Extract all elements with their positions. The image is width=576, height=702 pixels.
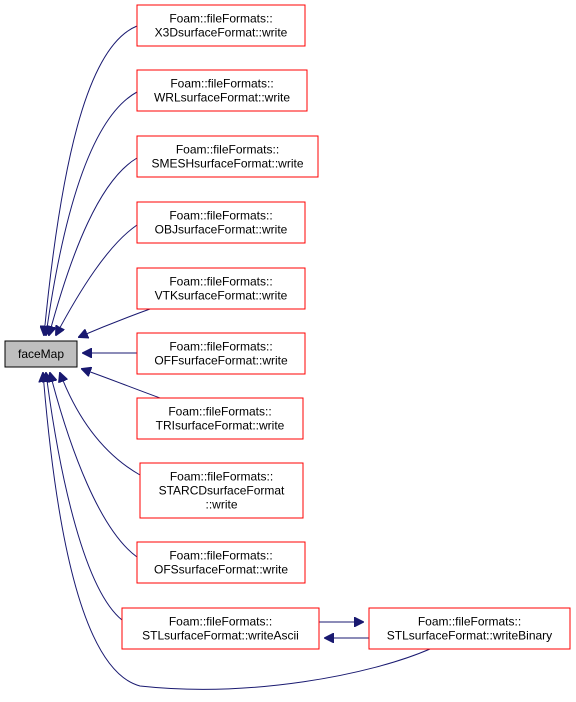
edge-tri-to-faceMap	[82, 369, 161, 399]
node-box-x3d	[136, 4, 306, 47]
node-label-x3d-line-0: Foam::fileFormats::	[169, 12, 272, 26]
node-box-tri	[136, 397, 304, 440]
node-starcd[interactable]: Foam::fileFormats::STARCDsurfaceFormat::…	[139, 462, 304, 519]
node-box-wrl	[136, 69, 308, 112]
node-label-ofs-line-0: Foam::fileFormats::	[169, 549, 272, 563]
edge-stlascii-to-faceMap	[46, 373, 123, 621]
node-faceMap: faceMap	[4, 340, 78, 368]
nodes-layer: faceMapFoam::fileFormats::X3DsurfaceForm…	[4, 4, 571, 650]
node-smesh[interactable]: Foam::fileFormats::SMESHsurfaceFormat::w…	[136, 135, 319, 178]
node-label-obj-line-1: OBJsurfaceFormat::write	[155, 223, 288, 237]
edge-wrl-to-faceMap	[46, 91, 138, 335]
node-label-x3d-line-1: X3DsurfaceFormat::write	[155, 26, 288, 40]
edge-x3d-to-faceMap	[44, 25, 138, 335]
node-label-wrl-line-0: Foam::fileFormats::	[170, 77, 273, 91]
edge-starcd-to-faceMap	[60, 373, 141, 476]
node-tri[interactable]: Foam::fileFormats::TRIsurfaceFormat::wri…	[136, 397, 304, 440]
edge-smesh-to-faceMap	[49, 157, 138, 335]
edge-stlbinary-to-faceMap	[43, 373, 431, 690]
node-x3d[interactable]: Foam::fileFormats::X3DsurfaceFormat::wri…	[136, 4, 306, 47]
node-stlascii[interactable]: Foam::fileFormats::STLsurfaceFormat::wri…	[121, 607, 320, 650]
node-label-off-line-1: OFFsurfaceFormat::write	[154, 354, 288, 368]
node-label-off-line-0: Foam::fileFormats::	[169, 340, 272, 354]
node-label-vtk-line-0: Foam::fileFormats::	[169, 275, 272, 289]
node-obj[interactable]: Foam::fileFormats::OBJsurfaceFormat::wri…	[136, 201, 306, 244]
node-label-smesh-line-0: Foam::fileFormats::	[176, 143, 279, 157]
node-box-vtk	[136, 267, 306, 310]
node-box-stlascii	[121, 607, 320, 650]
node-label-obj-line-0: Foam::fileFormats::	[169, 209, 272, 223]
node-label-starcd-line-2: ::write	[205, 498, 237, 512]
edge-obj-to-faceMap	[56, 224, 138, 335]
node-box-stlbinary	[368, 607, 571, 650]
node-label-starcd-line-1: STARCDsurfaceFormat	[159, 484, 285, 498]
node-label-smesh-line-1: SMESHsurfaceFormat::write	[151, 157, 303, 171]
node-box-faceMap	[4, 340, 78, 368]
node-vtk[interactable]: Foam::fileFormats::VTKsurfaceFormat::wri…	[136, 267, 306, 310]
node-label-ofs-line-1: OFSsurfaceFormat::write	[154, 563, 288, 577]
node-stlbinary[interactable]: Foam::fileFormats::STLsurfaceFormat::wri…	[368, 607, 571, 650]
node-box-obj	[136, 201, 306, 244]
node-label-vtk-line-1: VTKsurfaceFormat::write	[155, 289, 288, 303]
node-label-stlbinary-line-0: Foam::fileFormats::	[418, 615, 521, 629]
node-label-tri-line-0: Foam::fileFormats::	[168, 405, 271, 419]
edge-ofs-to-faceMap	[50, 373, 138, 558]
node-label-stlbinary-line-1: STLsurfaceFormat::writeBinary	[387, 629, 552, 643]
node-label-stlascii-line-1: STLsurfaceFormat::writeAscii	[142, 629, 299, 643]
node-label-wrl-line-1: WRLsurfaceFormat::write	[154, 91, 290, 105]
node-box-ofs	[136, 541, 306, 584]
node-label-starcd-line-0: Foam::fileFormats::	[170, 470, 273, 484]
edge-vtk-to-faceMap	[79, 308, 151, 337]
node-box-starcd	[139, 462, 304, 519]
node-box-smesh	[136, 135, 319, 178]
node-box-off	[136, 332, 306, 375]
node-label-tri-line-1: TRIsurfaceFormat::write	[156, 419, 285, 433]
node-label-faceMap-line-0: faceMap	[18, 347, 64, 361]
edges-layer	[43, 25, 431, 690]
node-off[interactable]: Foam::fileFormats::OFFsurfaceFormat::wri…	[136, 332, 306, 375]
node-wrl[interactable]: Foam::fileFormats::WRLsurfaceFormat::wri…	[136, 69, 308, 112]
node-ofs[interactable]: Foam::fileFormats::OFSsurfaceFormat::wri…	[136, 541, 306, 584]
node-label-stlascii-line-0: Foam::fileFormats::	[169, 615, 272, 629]
